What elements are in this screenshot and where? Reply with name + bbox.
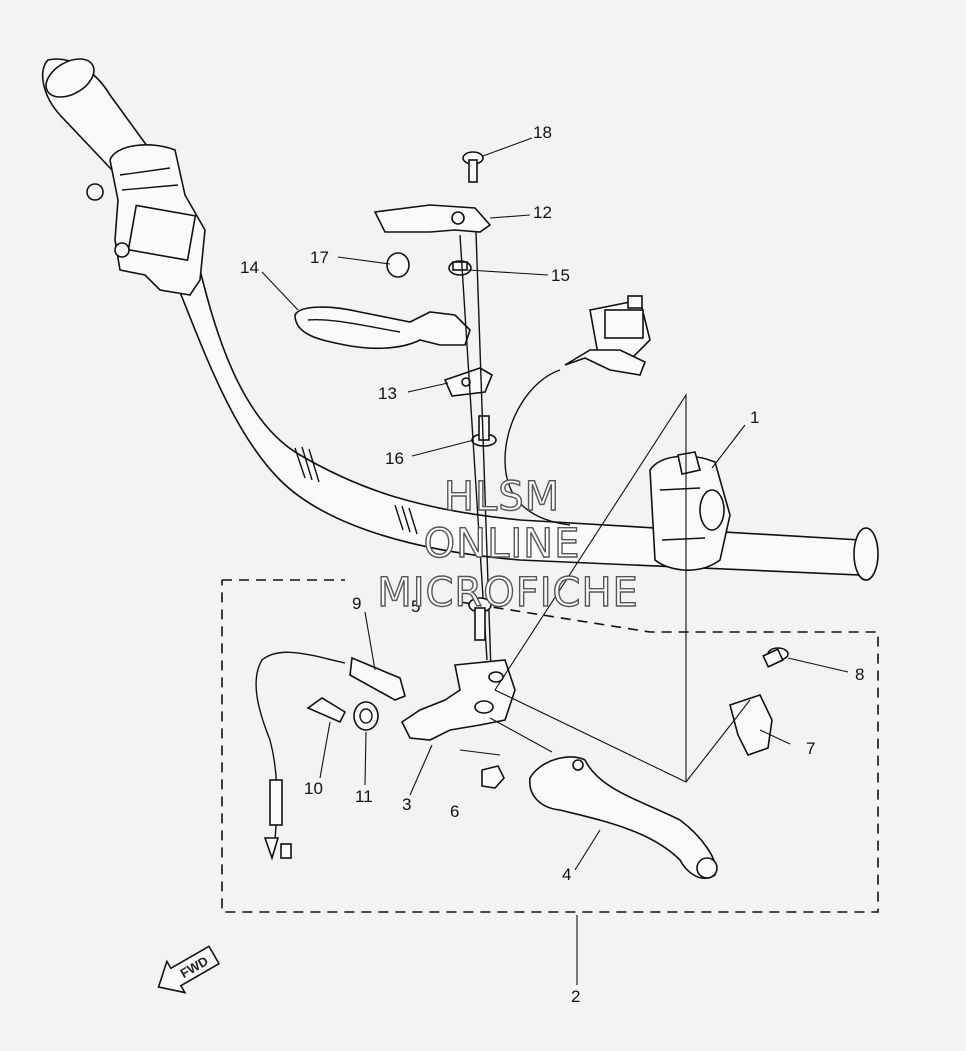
callout-18: 18 [533,123,552,142]
watermark-line-2: ONLINE [424,521,581,567]
nut-6 [481,765,505,789]
hot-start-lever-14 [294,306,471,350]
clutch-lever-4 [529,756,718,880]
cable-9 [255,651,406,861]
callout-15: 15 [551,266,570,285]
switch-harness [504,295,651,526]
callout-5: 5 [411,597,420,616]
callout-2: 2 [571,987,580,1006]
callout-12: 12 [533,203,552,222]
callout-17: 17 [310,248,329,267]
callout-4: 4 [562,865,571,884]
handlebar [173,268,879,581]
leader-lines [261,137,849,985]
knob-17 [386,252,410,278]
left-grip [41,58,151,174]
bracket-7 [729,694,773,756]
screw-18 [462,151,484,183]
callout-6: 6 [450,802,459,821]
nut-15 [448,260,472,276]
callout-labels: 1 2 3 4 5 6 7 8 9 10 11 12 13 14 15 16 1… [240,123,864,1006]
master-cylinder [86,144,206,296]
assembly-outline [221,579,879,913]
assembly-axis [459,231,493,701]
callout-8: 8 [855,665,864,684]
callout-13: 13 [378,384,397,403]
handlebar-switch [649,451,731,571]
callout-9: 9 [352,594,361,613]
adjuster-10 [306,697,347,724]
callout-1: 1 [750,408,759,427]
callout-3: 3 [402,795,411,814]
watermark-line-3: MICROFICHE [377,570,639,616]
callout-16: 16 [385,449,404,468]
callout-7: 7 [806,739,815,758]
screw-16 [471,415,497,447]
bolt-8 [762,647,789,668]
locknut-11 [353,701,379,731]
watermark-line-1: HLSM [444,474,560,520]
fwd-arrow: FWD [157,945,221,994]
callout-14: 14 [240,258,259,277]
bolt-5 [468,597,492,641]
lever-holder-12 [373,204,492,233]
lever-holder-3 [400,659,516,741]
callout-11: 11 [355,787,373,806]
watermark: HLSM ONLINE MICROFICHE [376,473,639,616]
callout-10: 10 [304,779,323,798]
